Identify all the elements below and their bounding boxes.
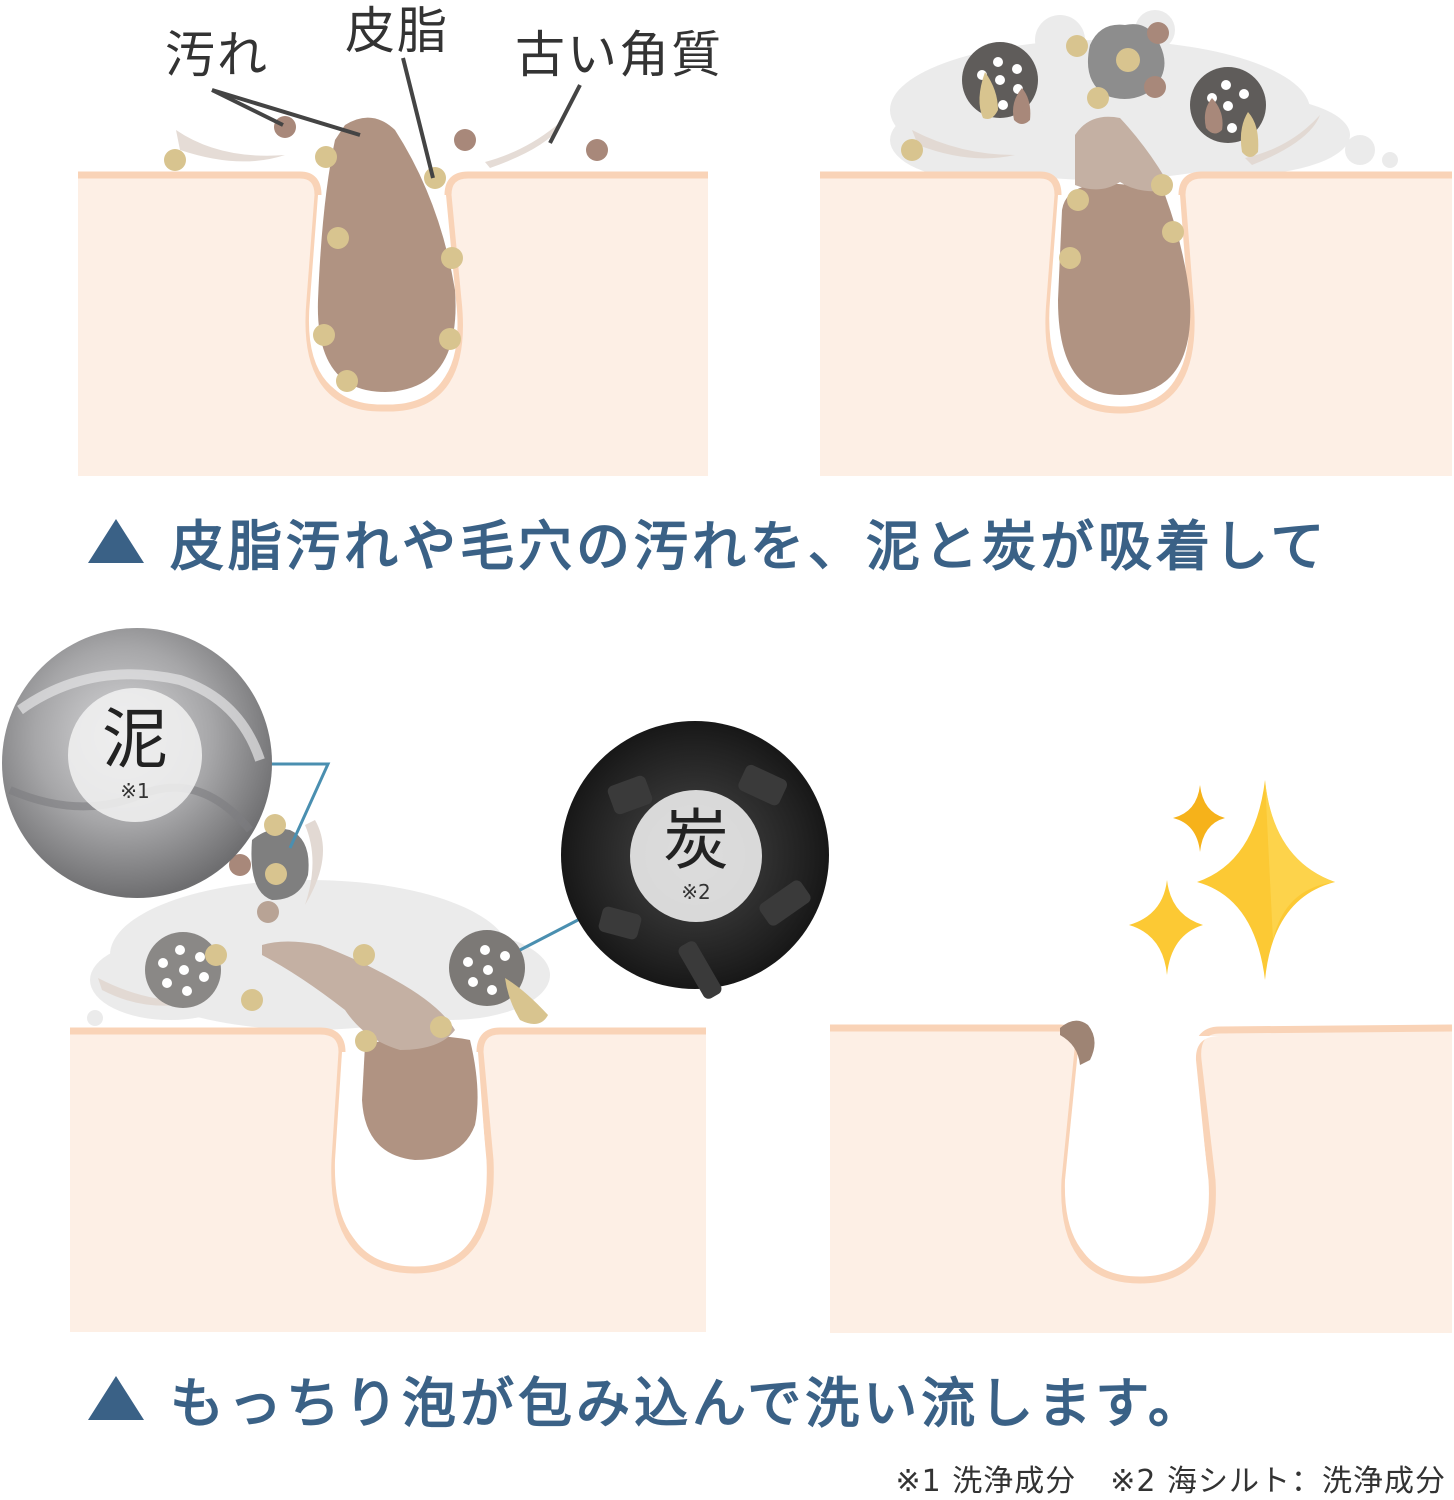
mud-badge: 泥 ※1: [68, 688, 202, 822]
caption-step1-text: 皮脂汚れや毛穴の汚れを、泥と炭が吸着して: [170, 515, 1329, 578]
panel-dirty-pore: 汚れ 皮脂 古い角質: [0, 0, 730, 490]
absorbing-illustration: [820, 10, 1452, 476]
triangle-up-icon: [88, 519, 144, 563]
mud-kanji: 泥: [102, 701, 168, 778]
charcoal-badge: 炭 ※2: [630, 790, 762, 922]
footnote-2: ※2 海シルト：洗浄成分: [1110, 1464, 1446, 1499]
panel-clean-pore: [820, 760, 1454, 1340]
caption-step1: 皮脂汚れや毛穴の汚れを、泥と炭が吸着して: [88, 519, 1328, 574]
caption-step2-text: もっちり泡が包み込んで洗い流します。: [170, 1372, 1206, 1435]
mud-note: ※1: [120, 779, 150, 803]
panel-foam-wrapping: 泥 ※1 炭 ※2: [0, 620, 840, 1340]
charcoal-kanji: 炭: [663, 802, 729, 879]
panel-absorbing: [800, 0, 1454, 490]
residue-blob: [1060, 1020, 1095, 1065]
clean-pore-illustration: [830, 1020, 1453, 1333]
label-old-keratin: 古い角質: [515, 26, 723, 84]
footnote-1: ※1 洗浄成分: [895, 1464, 1077, 1499]
charcoal-note: ※2: [681, 880, 711, 904]
dirty-pore-illustration: [78, 57, 708, 476]
triangle-up-icon: [88, 1376, 144, 1420]
label-sebum: 皮脂: [345, 2, 449, 60]
label-dirt: 汚れ: [165, 26, 269, 84]
sparkles-icon: [1129, 780, 1335, 980]
footnotes: ※1 洗浄成分 ※2 海シルト：洗浄成分: [895, 1456, 1446, 1500]
caption-step2: もっちり泡が包み込んで洗い流します。: [88, 1376, 1206, 1431]
